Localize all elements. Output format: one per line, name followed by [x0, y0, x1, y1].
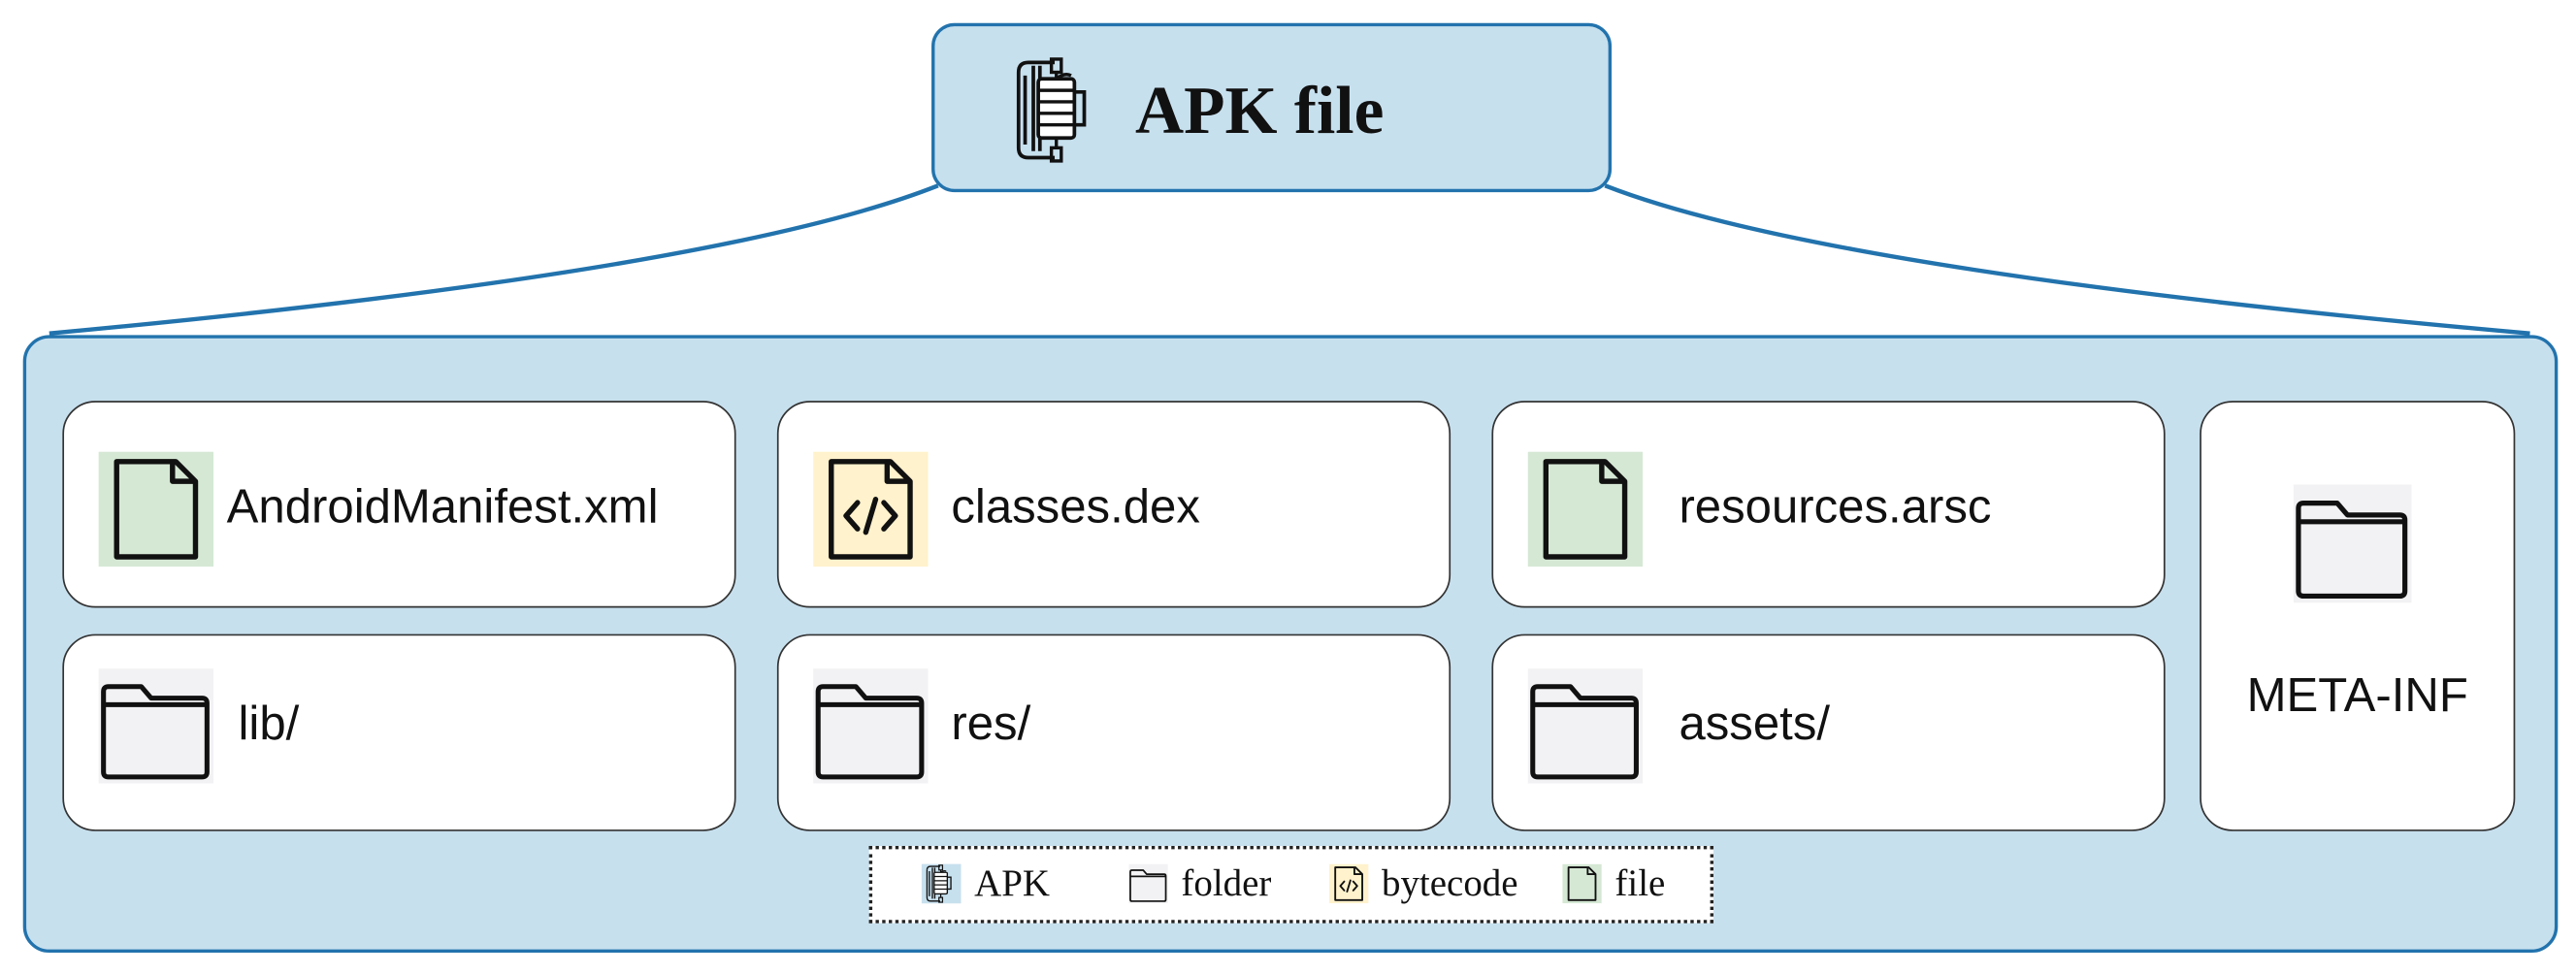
item-res-folder: res/ — [776, 633, 1451, 831]
item-resources-arsc: resources.arsc — [1491, 401, 2166, 608]
connector-right — [1604, 183, 2530, 336]
folder-icon — [1128, 864, 1168, 904]
folder-icon — [99, 668, 214, 784]
apk-vise-icon — [921, 863, 962, 904]
legend-label: folder — [1181, 861, 1272, 904]
bytecode-icon — [1329, 864, 1369, 904]
folder-icon — [1528, 668, 1644, 784]
file-icon — [1562, 864, 1602, 904]
legend-label: APK — [974, 861, 1050, 904]
item-meta-inf-folder: META-INF — [2200, 401, 2516, 831]
item-label: lib/ — [238, 698, 300, 751]
apk-contents-container: AndroidManifest.xml classes.dex resource… — [22, 335, 2559, 954]
legend-label: file — [1614, 861, 1666, 904]
item-label: META-INF — [2246, 669, 2468, 724]
folder-icon — [813, 668, 929, 784]
item-label: res/ — [951, 698, 1031, 751]
item-label: AndroidManifest.xml — [226, 481, 659, 535]
item-androidmanifest: AndroidManifest.xml — [62, 401, 736, 608]
item-classes-dex: classes.dex — [776, 401, 1451, 608]
file-icon — [99, 452, 214, 568]
item-lib-folder: lib/ — [62, 633, 736, 831]
apk-vise-icon — [1009, 56, 1108, 165]
item-label: assets/ — [1679, 698, 1831, 751]
legend-label: bytecode — [1381, 861, 1518, 904]
file-icon — [1528, 452, 1644, 568]
bytecode-icon — [813, 452, 929, 568]
item-assets-folder: assets/ — [1491, 633, 2166, 831]
apk-file-node: APK file — [931, 22, 1613, 193]
item-label: resources.arsc — [1679, 481, 1992, 535]
folder-icon — [2294, 484, 2412, 602]
apk-file-title: APK file — [1135, 72, 1385, 148]
connector-left — [49, 183, 939, 336]
legend: APK folder bytecode file — [868, 845, 1714, 924]
item-label: classes.dex — [951, 481, 1200, 535]
